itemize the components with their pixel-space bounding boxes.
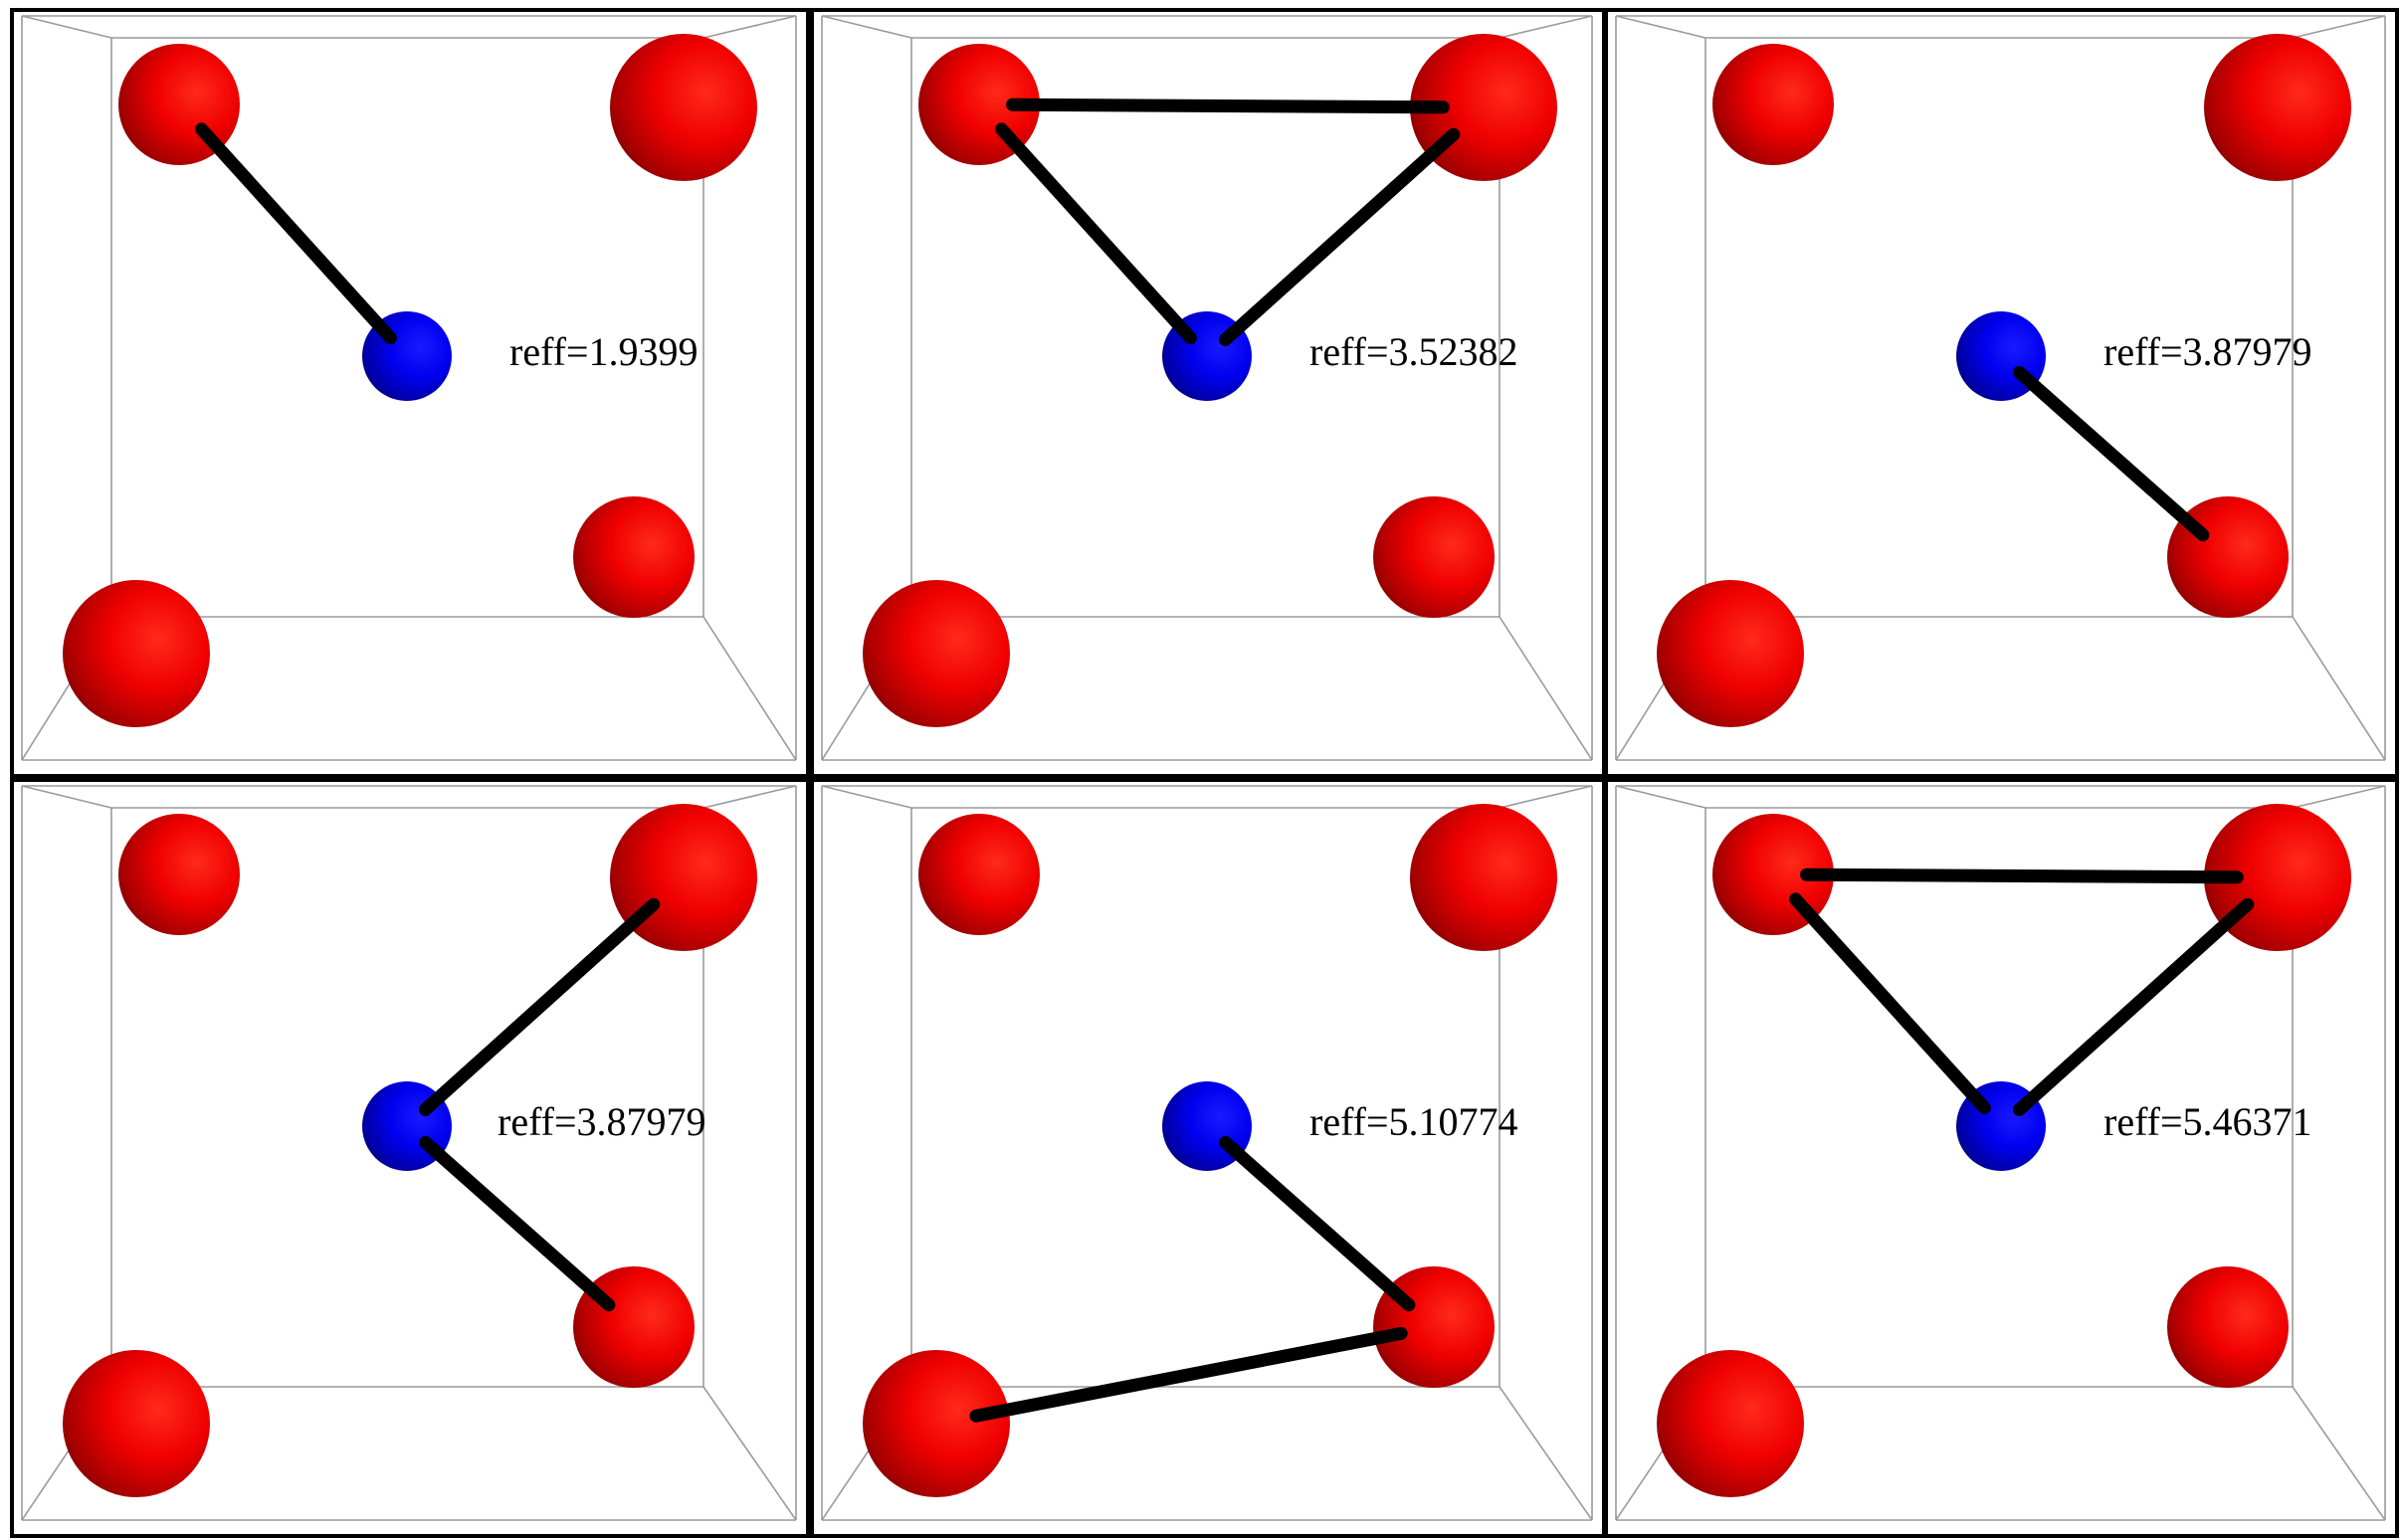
structure-panel: reff=1.9399	[10, 8, 810, 778]
scatterer-atom-upper-right	[1410, 804, 1557, 951]
box-edge	[702, 15, 797, 39]
path-leg	[1006, 97, 1450, 114]
box-edge	[1499, 1386, 1593, 1521]
scatterer-atom-lower-left	[63, 580, 210, 727]
scatterer-atom-lower-left	[63, 1350, 210, 1497]
scatterer-atom-lower-left	[863, 580, 1010, 727]
reff-label: reff=3.87979	[498, 1099, 706, 1144]
box-edge	[21, 15, 112, 39]
scatterer-atom-upper-left	[918, 814, 1040, 935]
box-edge	[702, 1386, 797, 1521]
panel-border	[1604, 8, 2399, 778]
structure-panel: reff=5.10774	[810, 778, 1606, 1538]
unit-cell-box	[1615, 785, 2386, 1521]
box-edge	[702, 785, 797, 809]
panel-border	[10, 8, 810, 778]
box-edge	[1499, 785, 1593, 809]
reff-label: reff=5.46371	[2103, 1099, 2312, 1144]
path-leg	[419, 1135, 616, 1312]
path-leg	[1800, 867, 2244, 884]
unit-cell-box	[821, 785, 1593, 1521]
box-edge	[2292, 1386, 2386, 1521]
box-edge	[821, 15, 912, 39]
path-leg	[2013, 365, 2210, 542]
panel-border	[1604, 778, 2399, 1538]
structure-panel: reff=5.46371	[1604, 778, 2399, 1538]
path-leg	[995, 122, 1197, 345]
scatterer-atom-upper-left	[118, 814, 240, 935]
path-leg	[1219, 1135, 1416, 1312]
path-leg	[2012, 897, 2255, 1116]
path-leg	[969, 1326, 1408, 1423]
path-leg	[1789, 892, 1991, 1115]
path-leg	[418, 897, 661, 1116]
scatterer-atom-lower-right	[1373, 496, 1495, 618]
box-edge	[1615, 785, 1706, 809]
reff-label: reff=1.9399	[509, 329, 699, 374]
path-leg	[195, 122, 397, 345]
scatterer-atom-upper-right	[610, 34, 757, 181]
box-edge	[21, 785, 112, 809]
box-edge	[821, 785, 912, 809]
scatterer-atom-lower-right	[573, 496, 695, 618]
box-edge	[2292, 15, 2386, 39]
scatterer-atom-upper-right	[2204, 34, 2351, 181]
scatterer-atom-upper-left	[1712, 44, 1834, 165]
structure-panel: reff=3.87979	[10, 778, 810, 1538]
scatterer-atom-lower-left	[1657, 1350, 1804, 1497]
box-edge	[1615, 15, 1706, 39]
reff-label: reff=5.10774	[1309, 1099, 1518, 1144]
box-edge	[1499, 15, 1593, 39]
structure-panel: reff=3.87979	[1604, 8, 2399, 778]
box-edge	[702, 616, 797, 761]
path-leg	[1218, 127, 1461, 346]
panel-border	[10, 778, 810, 1538]
scatterer-atom-lower-left	[863, 1350, 1010, 1497]
box-edge	[1499, 616, 1593, 761]
structure-panel: reff=3.52382	[810, 8, 1606, 778]
scatterer-atom-lower-right	[2167, 1266, 2289, 1388]
scatterer-atom-lower-left	[1657, 580, 1804, 727]
reff-label: reff=3.87979	[2103, 329, 2312, 374]
unit-cell-box	[21, 785, 797, 1521]
box-edge	[2292, 785, 2386, 809]
box-edge	[2292, 616, 2386, 761]
reff-label: reff=3.52382	[1309, 329, 1518, 374]
